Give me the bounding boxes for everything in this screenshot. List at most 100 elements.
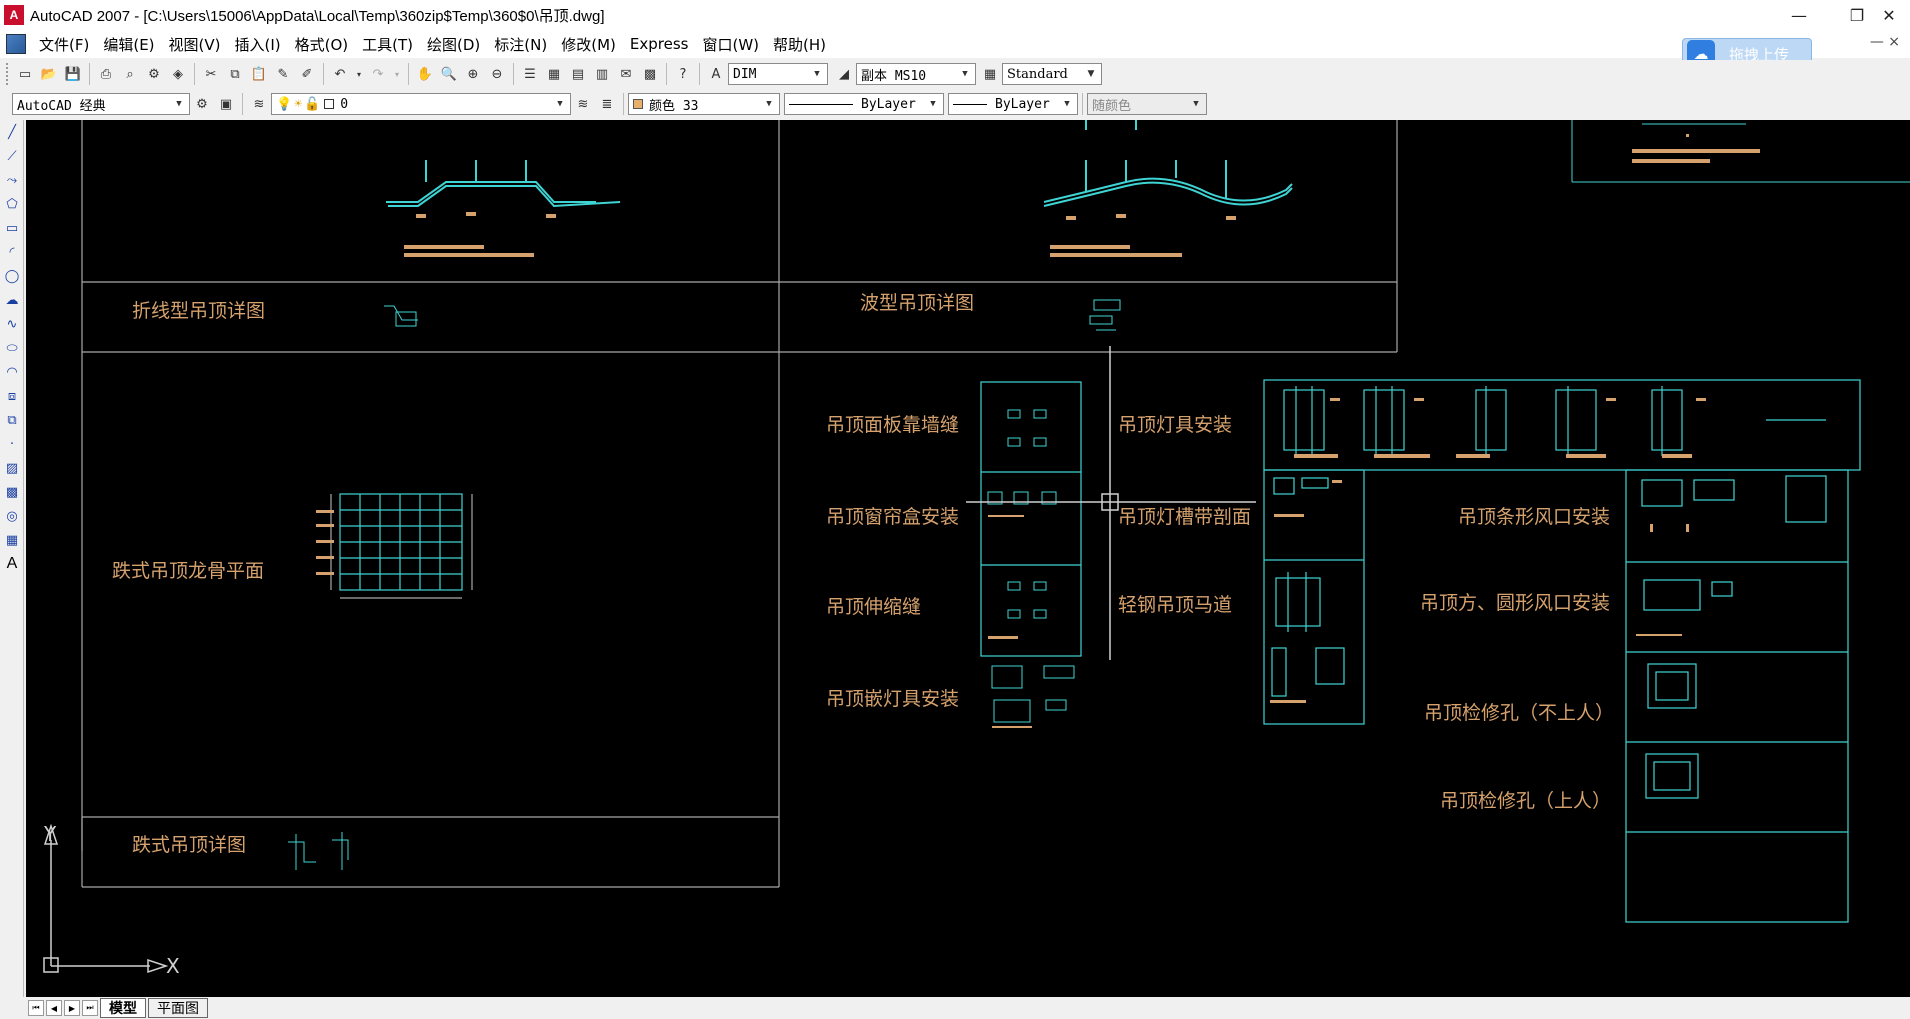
minimize-button[interactable]: — (1791, 5, 1807, 25)
last-tab-icon[interactable]: ⏭ (82, 1000, 98, 1016)
line-icon[interactable]: ╱ (8, 124, 16, 140)
help-icon[interactable]: ? (679, 66, 687, 82)
layer-manager-icon[interactable]: ≋ (253, 96, 265, 112)
open-file-icon[interactable]: 📂 (40, 66, 58, 82)
ellipse-icon[interactable]: ⬭ (6, 340, 18, 356)
polyline-icon[interactable]: ⤳ (6, 172, 18, 188)
multiline-text-icon[interactable]: A (6, 555, 18, 572)
zoom-previous-icon[interactable]: ⊖ (491, 66, 503, 82)
ellipse-arc-icon[interactable]: ◠ (6, 364, 18, 380)
drawing-canvas[interactable]: 折线型吊顶详图 波型吊顶详图 跌式吊顶龙骨平面 跌式吊顶详图 吊顶面板靠墙缝 吊… (26, 120, 1910, 997)
layers-toolbar: AutoCAD 经典▼ ⚙ ▣ ≋ 💡 ☀ 🔓 0 ▼ ≋ ≣ 颜色 33▼ B… (0, 90, 1910, 118)
menu-help[interactable]: 帮助(H) (773, 35, 826, 54)
undo-icon[interactable]: ↶ (334, 66, 346, 82)
dimension-style-icon[interactable]: ◢ (839, 66, 849, 82)
paste-icon[interactable]: 📋 (250, 66, 268, 82)
layout-tab-bar: ⏮ ◀ ▶ ⏭ 模型 平面图 (0, 997, 1910, 1019)
insert-block-icon[interactable]: ⧈ (7, 388, 17, 404)
first-tab-icon[interactable]: ⏮ (28, 1000, 44, 1016)
table-icon[interactable]: ▦ (5, 532, 19, 548)
tab-model[interactable]: 模型 (100, 998, 146, 1018)
match-properties-icon[interactable]: ✎ (277, 66, 289, 82)
point-icon[interactable]: · (9, 436, 15, 452)
chevron-down-icon: ▼ (176, 99, 182, 109)
make-block-icon[interactable]: ⧉ (7, 412, 17, 428)
undo-dropdown-icon[interactable]: ▾ (356, 69, 361, 79)
menu-view[interactable]: 视图(V) (168, 35, 221, 54)
layer-color-swatch (324, 99, 335, 109)
gradient-icon[interactable]: ▩ (5, 484, 19, 500)
print-icon[interactable]: ⎙ (100, 66, 112, 82)
design-center-icon[interactable]: ▦ (547, 66, 561, 82)
rectangle-icon[interactable]: ▭ (5, 220, 19, 236)
middle-annotations (988, 515, 1032, 728)
menu-format[interactable]: 格式(O) (294, 35, 349, 54)
label-access-hatch-entry: 吊顶检修孔（上人） (1440, 790, 1612, 812)
prev-tab-icon[interactable]: ◀ (46, 1000, 62, 1016)
block-editor-icon[interactable]: ✐ (301, 66, 313, 82)
text-style-icon[interactable]: A (711, 66, 721, 82)
zigzag-sub-detail (384, 305, 418, 327)
lineweight-sample (953, 103, 987, 105)
table-style-select[interactable]: Standard▼ (1002, 63, 1102, 85)
crosshair-cursor (966, 346, 1256, 660)
copy-icon[interactable]: ⧉ (230, 66, 240, 82)
close-button[interactable]: ✕ (1882, 5, 1896, 25)
linetype-sample (789, 103, 853, 105)
menu-edit[interactable]: 编辑(E) (103, 35, 155, 54)
document-icon[interactable] (6, 34, 26, 54)
table-style-icon[interactable]: ▦ (983, 66, 997, 82)
label-recessed-light: 吊顶嵌灯具安装 (826, 688, 960, 710)
redo-icon[interactable]: ↷ (372, 66, 384, 82)
region-icon[interactable]: ◎ (6, 508, 18, 524)
polygon-icon[interactable]: ⬠ (6, 196, 18, 212)
publish-icon[interactable]: ⚙ (148, 66, 160, 82)
zoom-realtime-icon[interactable]: 🔍 (440, 66, 458, 82)
3d-dwf-icon[interactable]: ◈ (173, 66, 183, 82)
menu-file[interactable]: 文件(F) (39, 35, 90, 54)
workspace-settings-icon[interactable]: ⚙ (196, 96, 208, 112)
workspace-save-icon[interactable]: ▣ (219, 96, 233, 112)
hatch-icon[interactable]: ▨ (5, 460, 19, 476)
cut-icon[interactable]: ✂ (205, 66, 217, 82)
circle-icon[interactable]: ◯ (4, 268, 20, 284)
properties-icon[interactable]: ☰ (524, 66, 536, 82)
menu-dimension[interactable]: 标注(N) (494, 35, 548, 54)
color-swatch (633, 99, 643, 109)
menu-draw[interactable]: 绘图(D) (427, 35, 481, 54)
layer-select[interactable]: 💡 ☀ 🔓 0 ▼ (271, 93, 571, 115)
menu-tools[interactable]: 工具(T) (362, 35, 414, 54)
sheet-set-icon[interactable]: ▥ (595, 66, 609, 82)
menu-insert[interactable]: 插入(I) (234, 35, 281, 54)
revision-cloud-icon[interactable]: ☁ (5, 292, 19, 308)
print-preview-icon[interactable]: ⌕ (126, 66, 134, 82)
save-icon[interactable]: 💾 (64, 66, 82, 82)
toolbar-grip[interactable] (6, 63, 10, 85)
make-current-layer-icon[interactable]: ≋ (577, 96, 589, 112)
menu-modify[interactable]: 修改(M) (561, 35, 616, 54)
menu-window[interactable]: 窗口(W) (702, 35, 760, 54)
tab-layout-plan[interactable]: 平面图 (148, 998, 208, 1018)
construction-line-icon[interactable]: ⟋ (7, 148, 17, 164)
spline-icon[interactable]: ∿ (6, 316, 18, 332)
doc-window-controls[interactable]: — × (1869, 34, 1900, 50)
arc-icon[interactable]: ◜ (9, 244, 15, 260)
dim-style-select[interactable]: DIM▼ (728, 63, 828, 85)
workspace-select[interactable]: AutoCAD 经典▼ (12, 93, 190, 115)
calculator-icon[interactable]: ▩ (643, 66, 657, 82)
restore-button[interactable]: ❐ (1849, 5, 1865, 25)
pan-icon[interactable]: ✋ (416, 66, 434, 82)
tool-palettes-icon[interactable]: ▤ (571, 66, 585, 82)
lineweight-select[interactable]: ByLayer▼ (948, 93, 1078, 115)
layer-previous-icon[interactable]: ≣ (601, 96, 613, 112)
linetype-select[interactable]: ByLayer▼ (784, 93, 944, 115)
menu-express[interactable]: Express (629, 35, 689, 53)
color-select[interactable]: 颜色 33▼ (628, 93, 780, 115)
markup-icon[interactable]: ✉ (620, 66, 632, 82)
text-style-select[interactable]: 副本 MS10▼ (856, 63, 976, 85)
label-drop-ceiling-plan: 跌式吊顶龙骨平面 (112, 560, 265, 582)
next-tab-icon[interactable]: ▶ (64, 1000, 80, 1016)
zoom-window-icon[interactable]: ⊕ (467, 66, 479, 82)
new-file-icon[interactable]: ▭ (18, 66, 32, 82)
redo-dropdown-icon[interactable]: ▾ (394, 69, 399, 79)
